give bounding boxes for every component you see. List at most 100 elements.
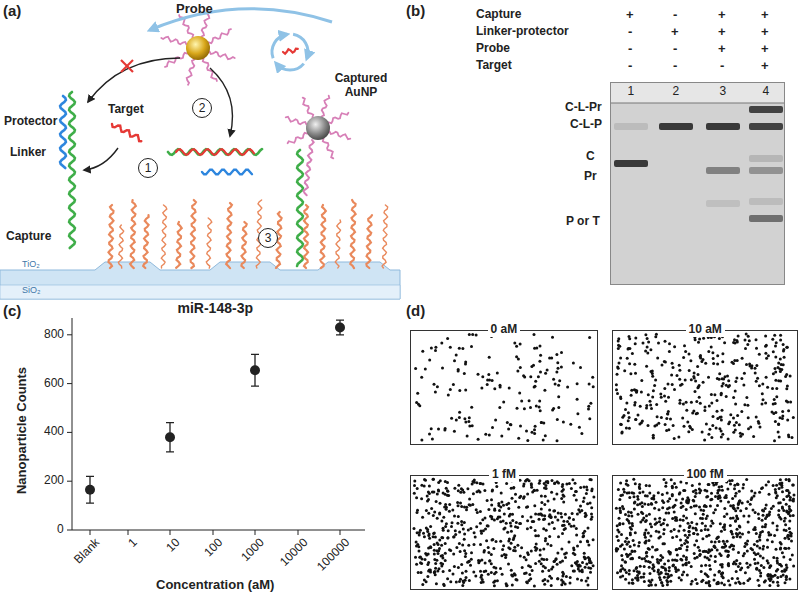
particle-dot (716, 354, 719, 357)
particle-dot (700, 580, 703, 583)
particle-dot (776, 576, 779, 579)
linker-strand (69, 92, 75, 248)
particle-dot (723, 523, 726, 526)
particle-dot (785, 400, 788, 403)
particle-dot (467, 420, 470, 423)
particle-dot (653, 569, 656, 572)
particle-dot (516, 407, 519, 410)
particle-dot (496, 372, 499, 375)
particle-dot (578, 426, 581, 429)
particle-dot (588, 417, 591, 420)
particle-dot (490, 571, 493, 574)
particle-dot (665, 417, 668, 420)
particle-dot (714, 560, 717, 563)
particle-dot (664, 400, 667, 403)
particle-dot (642, 490, 645, 493)
particle-dot (438, 513, 441, 516)
particle-dot (781, 490, 784, 493)
particle-dot (784, 581, 787, 584)
particle-dot (443, 429, 446, 432)
particle-dot (780, 543, 783, 546)
particle-dot (502, 401, 505, 404)
particle-dot (774, 420, 777, 423)
particle-dot (424, 479, 427, 482)
particle-dot (733, 424, 736, 427)
particle-dot (734, 495, 737, 498)
particle-dot (520, 400, 523, 403)
particle-dot (432, 532, 435, 535)
particle-dot (526, 527, 529, 530)
particle-dot (470, 558, 473, 561)
particle-dot (664, 567, 667, 570)
linker-strand (297, 150, 303, 266)
particle-dot (646, 346, 649, 349)
particle-dot (788, 505, 791, 508)
particle-dot (786, 385, 789, 388)
particle-dot (678, 576, 681, 579)
particle-dot (436, 541, 439, 544)
particle-dot (733, 507, 736, 510)
particle-dot (777, 362, 780, 365)
particle-dot (775, 395, 778, 398)
particle-dot (697, 373, 700, 376)
particle-dot (427, 512, 430, 515)
particle-dot (510, 525, 513, 528)
particle-dot (631, 550, 634, 553)
particle-dot (449, 580, 452, 583)
particle-dot (658, 508, 661, 511)
particle-dot (530, 515, 533, 518)
particle-dot (772, 556, 775, 559)
particle-dot (575, 527, 578, 530)
particle-dot (739, 535, 742, 538)
particle-dot (458, 411, 461, 414)
particle-dot (690, 521, 693, 524)
particle-dot (701, 522, 704, 525)
particle-dot (631, 578, 634, 581)
particle-dot (510, 487, 513, 490)
particle-dot (637, 545, 640, 548)
particle-dot (785, 578, 788, 581)
particle-dot (777, 501, 780, 504)
particle-dot (648, 566, 651, 569)
particle-dot (718, 372, 721, 375)
particle-dot (579, 540, 582, 543)
particle-dot (633, 404, 636, 407)
particle-dot (793, 494, 796, 497)
capture-strand (366, 215, 372, 268)
particle-dot (625, 402, 628, 405)
particle-dot (583, 552, 586, 555)
particle-dot (466, 561, 469, 564)
particle-dot (744, 542, 747, 545)
particle-dot (638, 570, 641, 573)
particle-dot (473, 481, 476, 484)
gel-band (749, 123, 783, 130)
particle-dot (704, 406, 707, 409)
particle-dot (643, 572, 646, 575)
particle-dot (741, 357, 744, 360)
particle-dot (772, 505, 775, 508)
probe-strand (203, 59, 217, 81)
particle-dot (572, 518, 575, 521)
particle-dot (663, 395, 666, 398)
particle-dot (638, 491, 641, 494)
particle-dot (755, 416, 758, 419)
particle-dot (506, 531, 509, 534)
particle-dot (786, 346, 789, 349)
particle-dot (784, 523, 787, 526)
particle-dot (439, 502, 442, 505)
particle-dot (510, 569, 513, 572)
particle-dot (667, 559, 670, 562)
particle-dot (496, 517, 499, 520)
capture-strand (206, 218, 212, 268)
particle-dot (764, 352, 767, 355)
particle-dot (774, 379, 777, 382)
red-cross (121, 60, 133, 72)
particle-dot (448, 503, 451, 506)
particle-dot (656, 415, 659, 418)
particle-dot (662, 532, 665, 535)
particle-dot (458, 542, 461, 545)
particle-dot (548, 575, 551, 578)
particle-dot (675, 548, 678, 551)
particle-dot (673, 345, 676, 348)
particle-dot (573, 494, 576, 497)
